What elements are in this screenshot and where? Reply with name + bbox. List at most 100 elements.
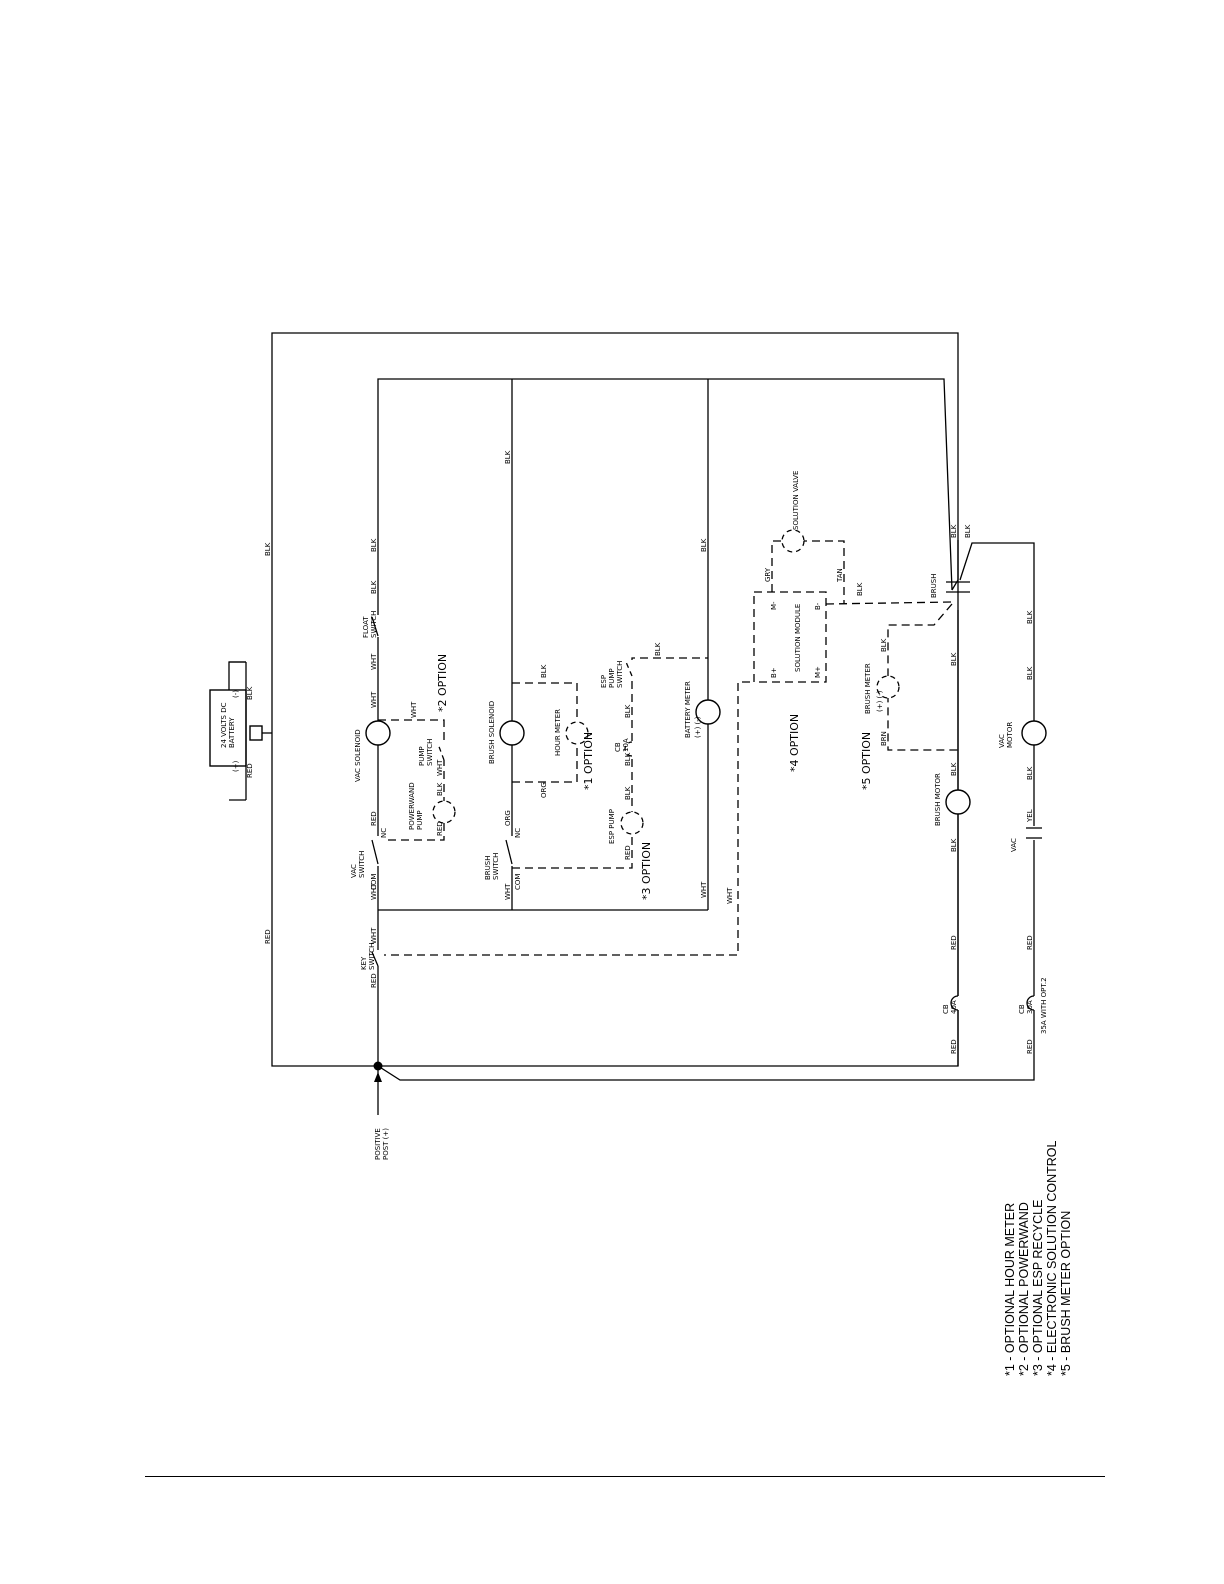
wire-module-blk: BLK: [856, 582, 864, 596]
legend-item-1: *1 - OPTIONAL HOUR METER: [1003, 1203, 1017, 1376]
solution-module-box: [753, 591, 827, 683]
wire-float-wht: WHT: [370, 653, 378, 670]
hour-meter-label: HOUR METER: [554, 709, 562, 756]
wire-outer-blk: BLK: [264, 542, 272, 556]
wire-sv-tan: TAN: [836, 568, 844, 583]
vac-solenoid-coil: [365, 720, 391, 746]
module-m-minus: M-: [770, 601, 778, 610]
powerwand-pump: [432, 800, 456, 824]
opt4-module-feed: [378, 681, 754, 956]
opt5-brush-meter-loop: [887, 603, 958, 751]
battery-label: 24 VOLTS DCBATTERY: [220, 702, 236, 748]
pump-switch: [437, 742, 450, 761]
battery-meter-gauge: [695, 699, 721, 725]
opt3-esp-loop: [512, 657, 708, 869]
float-switch: [371, 615, 384, 637]
option-legend: *1 - OPTIONAL HOUR METER *2 - OPTIONAL P…: [1003, 1141, 1073, 1376]
cb-30a-breaker: [1026, 995, 1040, 1011]
top-blk-bus: [377, 378, 953, 640]
wire-pw-red: RED: [436, 821, 444, 836]
footer-rule: [145, 1476, 1105, 1477]
solution-module-label: SOLUTION MODULE: [794, 604, 802, 672]
wire-vmotor-red1: RED: [1026, 935, 1034, 950]
wire-battery-blk: BLK: [246, 686, 254, 700]
key-switch: [371, 950, 384, 967]
positive-junction-dot: [373, 1061, 383, 1071]
wire-vac-wht-low: WHT: [370, 883, 378, 900]
option1-tag: *1 OPTION: [582, 732, 595, 790]
wire-vmotor-blk-mid: BLK: [1026, 666, 1034, 680]
wire-module-wht: WHT: [726, 887, 734, 904]
esp-pump-switch-label: ESPPUMPSWITCH: [600, 661, 624, 688]
cb-30a-label: CB30A: [1018, 1000, 1034, 1014]
outer-red-blk-loop: [271, 332, 959, 1067]
wire-bmotor-red2: RED: [950, 1039, 958, 1054]
components: [209, 529, 1047, 1082]
wire-vmotor-yel: YEL: [1026, 809, 1034, 823]
vac-motor-label: VACMOTOR: [998, 722, 1014, 748]
wire-bm-blk: BLK: [700, 538, 708, 552]
wire-brush-wht: WHT: [504, 883, 512, 900]
brush-meter-polarity: (+) (-): [876, 690, 884, 712]
brush-motor: [945, 789, 971, 815]
cb-opt2-note: 35A WITH OPT.2: [1040, 977, 1048, 1034]
wire-esp-red: RED: [624, 845, 632, 860]
esp-pump: [620, 811, 644, 835]
positive-post-arrow: [374, 1072, 382, 1082]
hour-meter-gauge: [565, 721, 589, 745]
opt2-powerwand-loop: [378, 719, 445, 841]
wire-brush-org: ORG: [504, 810, 512, 826]
wire-vac-wht-mid: WHT: [370, 691, 378, 708]
brush-solenoid-label: BRUSH SOLENOID: [488, 701, 496, 764]
solution-valve-loop: [771, 540, 845, 604]
wire-float-blk: BLK: [370, 580, 378, 594]
brush-contact-wire: [951, 540, 959, 591]
wire-bmotor-blk-low: BLK: [950, 838, 958, 852]
battery-terminals: [228, 661, 246, 690]
brush-motor-label: BRUSH MOTOR: [934, 773, 942, 826]
option5-tag: *5 OPTION: [860, 732, 873, 790]
wire-outer-red: RED: [264, 929, 272, 944]
option2-tag: *2 OPTION: [436, 654, 449, 712]
vac-contact: [1026, 826, 1042, 840]
wire-key-red: RED: [370, 973, 378, 988]
esp-pump-switch: [625, 660, 638, 677]
vac-switch-nc: NC: [380, 828, 388, 838]
wire-vmotor-red2: RED: [1026, 1039, 1034, 1054]
battery-connector: [249, 725, 263, 741]
brush-solenoid-coil: [499, 720, 525, 746]
wire-bm-wht: WHT: [700, 881, 708, 898]
vac-motor-wire: [377, 542, 1035, 1081]
key-switch-label: KEYSWITCH: [360, 943, 376, 970]
wires-solid: [262, 332, 1035, 1115]
brush-switch-com: COM: [514, 874, 522, 890]
wire-pw-wht: WHT: [436, 759, 444, 776]
wire-esp-blk4: BLK: [654, 642, 662, 656]
pump-switch-label: PUMPSWITCH: [418, 739, 434, 766]
brush-contact: [946, 581, 970, 593]
wire-bmotor-blk-top: BLK: [950, 652, 958, 666]
cb-10a-breaker: [624, 741, 638, 757]
brush-contact-label: BRUSH: [930, 574, 938, 599]
option4-tag: *4 OPTION: [788, 714, 801, 772]
module-m-plus: M+: [814, 666, 822, 678]
brush-meter-label: BRUSH METER: [864, 663, 872, 714]
module-b-plus: B+: [770, 667, 778, 678]
wire-hm-blk: BLK: [540, 664, 548, 678]
esp-pump-label: ESP PUMP: [608, 809, 616, 844]
option3-tag: *3 OPTION: [640, 842, 653, 900]
battery-meter-label: BATTERY METER: [684, 681, 692, 738]
wires-dashed: [378, 540, 958, 956]
battery-neg-label: (-): [232, 690, 240, 698]
brush-switch-label: BRUSHSWITCH: [484, 853, 500, 880]
wire-vmotor-blk-low: BLK: [1026, 766, 1034, 780]
wire-hm-org: ORG: [540, 782, 548, 798]
legend-item-2: *2 - OPTIONAL POWERWAND: [1017, 1202, 1031, 1376]
legend-item-5: *5 - BRUSH METER OPTION: [1059, 1211, 1073, 1376]
legend-item-4: *4 - ELECTRONIC SOLUTION CONTROL: [1045, 1141, 1059, 1376]
battery-meter-polarity: (+) (-): [694, 716, 702, 738]
solution-valve: [781, 529, 805, 553]
module-to-brush-wire: [825, 601, 953, 605]
wire-contact-blk1: BLK: [950, 524, 958, 538]
vac-switch-label: VACSWITCH: [350, 851, 366, 878]
